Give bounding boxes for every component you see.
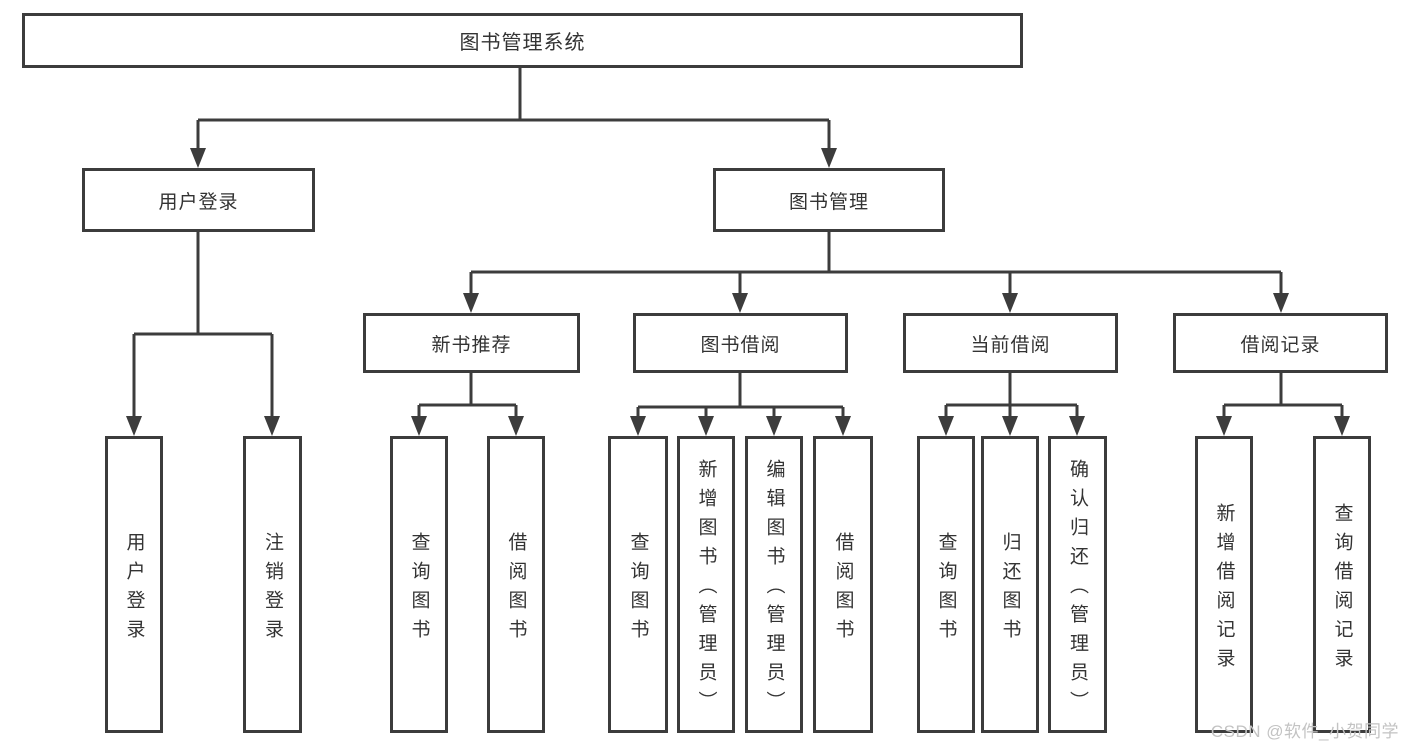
leaf-logout-label: 注销登录 [262,531,283,648]
node-book-management-label: 图书管理 [788,191,869,213]
leaf-query-books-borrowing-label: 查询图书 [627,531,649,648]
leaf-return-books: 归还图书 [981,436,1039,733]
leaf-query-borrow-record-label: 查询借阅记录 [1331,502,1353,677]
leaf-query-books-current: 查询图书 [917,436,975,733]
node-new-book-recommend: 新书推荐 [363,313,580,373]
node-book-borrowing-label: 图书借阅 [700,334,781,356]
leaf-query-books-recommend: 查询图书 [390,436,448,733]
connector-current-borrowing [944,373,1079,420]
leaf-confirm-return-admin-label: 确认归还（管理员） [1067,459,1088,720]
leaf-add-books-admin-label: 新增图书（管理员） [695,459,717,720]
node-new-book-recommend-label: 新书推荐 [431,334,512,356]
leaf-query-borrow-record: 查询借阅记录 [1313,436,1371,733]
node-library-system: 图书管理系统 [22,13,1023,68]
csdn-watermark: CSDN @软件_小贺同学 [1210,722,1399,741]
node-borrowing-records-label: 借阅记录 [1240,334,1321,356]
leaf-borrow-books-borrowing-label: 借阅图书 [832,531,854,648]
node-book-borrowing: 图书借阅 [633,313,848,373]
leaf-edit-books-admin: 编辑图书（管理员） [745,436,803,733]
connector-root [196,68,831,152]
leaf-user-login: 用户登录 [105,436,163,733]
node-library-system-label: 图书管理系统 [459,32,586,54]
leaf-query-books-current-label: 查询图书 [935,531,957,648]
node-user-login-label: 用户登录 [158,191,239,213]
connector-user-login [132,232,274,420]
leaf-logout: 注销登录 [243,436,302,733]
node-book-management: 图书管理 [713,168,945,232]
connector-book-borrowing [636,373,845,420]
leaf-edit-books-admin-label: 编辑图书（管理员） [763,459,785,720]
node-current-borrowing: 当前借阅 [903,313,1118,373]
leaf-borrow-books-recommend-label: 借阅图书 [505,531,527,648]
leaf-add-books-admin: 新增图书（管理员） [677,436,735,733]
node-current-borrowing-label: 当前借阅 [970,334,1051,356]
connector-new-books [417,373,518,420]
leaf-query-books-borrowing: 查询图书 [608,436,668,733]
leaf-borrow-books-borrowing: 借阅图书 [813,436,873,733]
leaf-user-login-label: 用户登录 [123,531,145,648]
leaf-add-borrow-record: 新增借阅记录 [1195,436,1253,733]
node-user-login: 用户登录 [82,168,315,232]
leaf-add-borrow-record-label: 新增借阅记录 [1213,502,1235,677]
connector-book-management [469,232,1283,297]
node-borrowing-records: 借阅记录 [1173,313,1388,373]
leaf-confirm-return-admin: 确认归还（管理员） [1048,436,1107,733]
leaf-query-books-recommend-label: 查询图书 [408,531,430,648]
leaf-return-books-label: 归还图书 [999,531,1021,648]
leaf-borrow-books-recommend: 借阅图书 [487,436,545,733]
connector-borrowing-records [1222,373,1344,420]
